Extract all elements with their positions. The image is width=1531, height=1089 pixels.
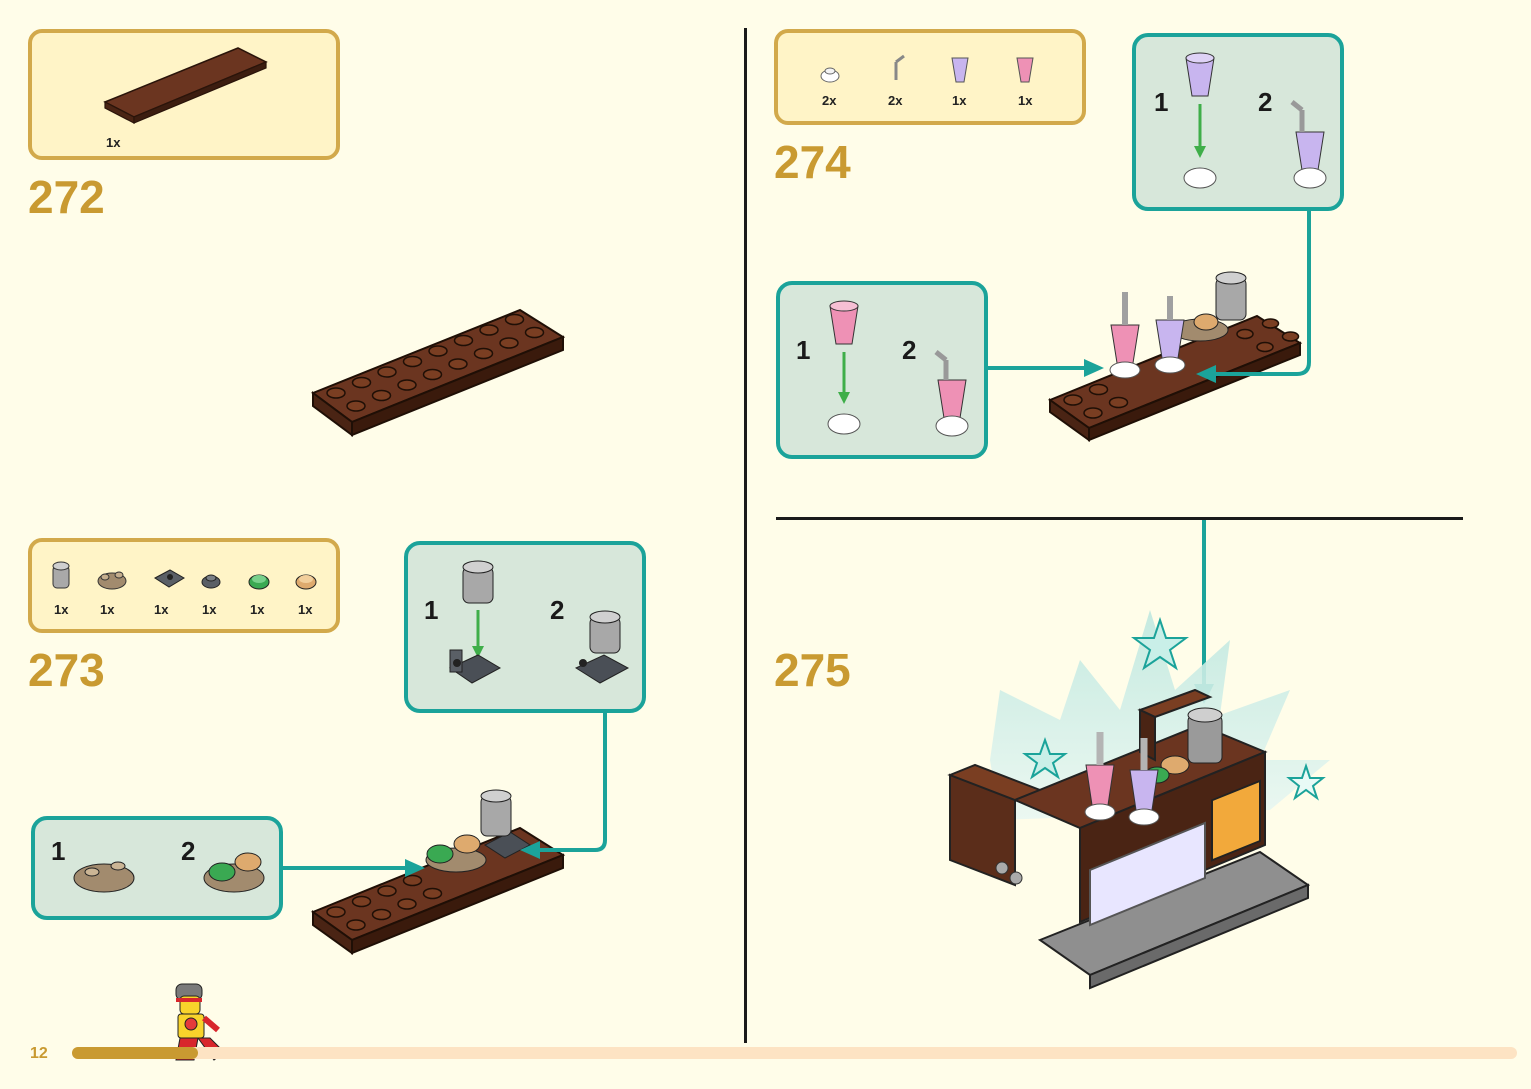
lavender-cone-icon: [952, 58, 968, 82]
clear-straw-icon: [896, 56, 904, 80]
plate-stud: [378, 367, 396, 377]
progress-fill: [72, 1047, 198, 1059]
plate-stud: [1084, 408, 1102, 418]
plate-stud: [506, 315, 524, 325]
progress-track: [72, 1047, 1517, 1059]
plate-stud: [378, 886, 396, 896]
brown-plate-icon: [105, 48, 266, 123]
plate-stud: [500, 338, 518, 348]
plate-stud: [1064, 395, 1082, 405]
plate-stud: [353, 378, 371, 388]
plate-stud: [455, 336, 473, 346]
green-tile-icon: [249, 575, 269, 589]
plate-stud: [353, 897, 371, 907]
plate-stud: [480, 325, 498, 335]
plate-stud: [373, 391, 391, 401]
plate-stud: [424, 370, 442, 380]
callout-273b-art: [74, 853, 264, 892]
callout-connector-arrows-273: [283, 710, 605, 868]
plate-stud: [449, 359, 467, 369]
plate-stud: [404, 357, 422, 367]
plate-stud: [347, 401, 365, 411]
callout-274a-art: [1184, 53, 1326, 188]
plate-stud: [1110, 398, 1128, 408]
plate-stud: [398, 899, 416, 909]
dark-round-plate-icon: [202, 575, 220, 588]
plate-stud: [1090, 385, 1108, 395]
plate-stud: [404, 876, 422, 886]
plate-stud: [1237, 330, 1253, 339]
plate-stud: [347, 920, 365, 930]
plate-stud: [475, 349, 493, 359]
dark-bracket-icon: [155, 570, 184, 587]
plate-stud: [1257, 343, 1273, 352]
plate-stud: [373, 910, 391, 920]
callout-274b-art: [828, 301, 968, 436]
callout-273a-art: [450, 561, 628, 683]
grey-round-brick-icon: [53, 562, 69, 588]
plate-stud: [1263, 319, 1279, 328]
clear-round-plate-icon: [821, 68, 839, 82]
plate-stud: [398, 380, 416, 390]
plate-stud: [327, 388, 345, 398]
plate-stud: [1283, 332, 1299, 341]
plate-stud: [526, 328, 544, 338]
tan-plate-icon: [98, 572, 126, 589]
pink-cone-icon: [1017, 58, 1033, 82]
plate-stud: [424, 889, 442, 899]
plate-stud: [327, 907, 345, 917]
page-number: 12: [30, 1045, 48, 1063]
tan-tile-icon: [296, 575, 316, 589]
plate-stud: [429, 346, 447, 356]
